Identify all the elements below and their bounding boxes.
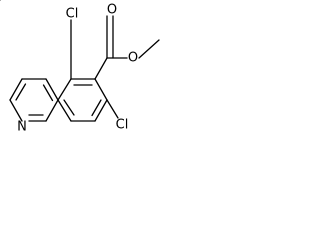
bond-n-c2 (9, 99, 23, 122)
bond-c6-carbonyl (94, 57, 108, 80)
bond-c4-c4a (45, 78, 59, 101)
bond-c2-c3 (9, 78, 23, 101)
bonds (0, 0, 160, 122)
bond-c6-c7 (94, 78, 108, 101)
chlorine-top-label: Cl (66, 7, 79, 22)
carbonyl-oxygen-label: O (107, 3, 117, 18)
ester-oxygen-label: O (128, 51, 138, 66)
ring-nitrogen-label: N (17, 120, 27, 135)
bond-c4a-c5 (57, 78, 72, 101)
bond-c4-c4a-double (42, 84, 54, 102)
molecule-structure: Cl Cl N O O (0, 0, 160, 135)
bond-c8a-c4a-right (57, 99, 72, 122)
bond-c4a-c8a (45, 99, 59, 122)
bond-c8-cl (106, 99, 119, 119)
bond-c8a-c4a-right-double (63, 99, 75, 116)
bond-ester-o-methyl (138, 39, 160, 59)
bond-c7-c8 (94, 99, 108, 122)
atom-labels: Cl Cl N O O (17, 3, 138, 135)
bond-c7-c8-double (91, 99, 102, 117)
chlorine-bottom-label: Cl (116, 118, 129, 133)
bond-c2-c3-double (15, 83, 27, 101)
